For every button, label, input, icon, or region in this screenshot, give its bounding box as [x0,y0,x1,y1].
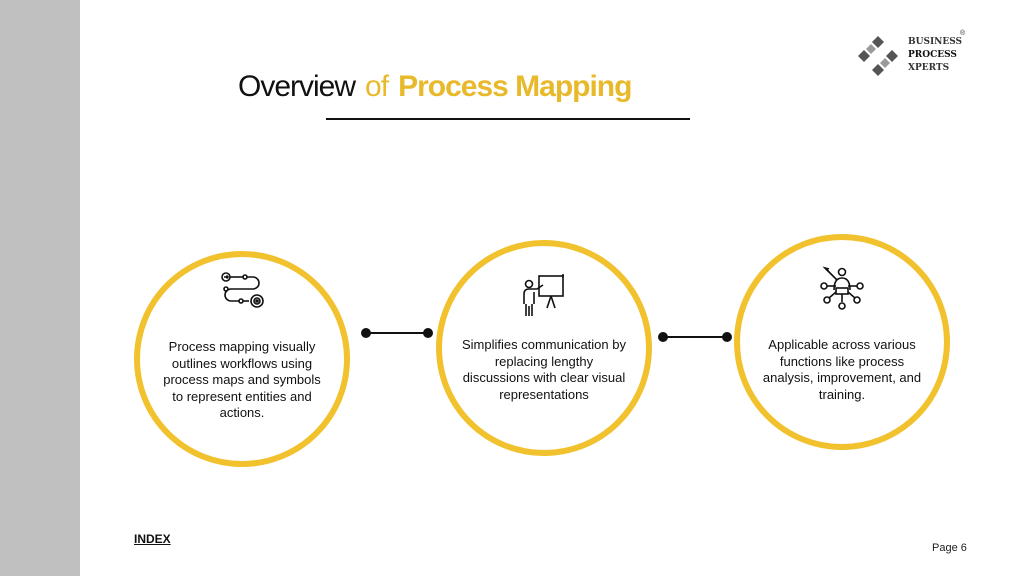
workflow-path-icon [221,272,264,308]
connector-dot [361,328,371,338]
feature-card-1: Process mapping visually outlines workfl… [134,251,350,467]
feature-text-1: Process mapping visually outlines workfl… [163,339,321,420]
connector-dot [722,332,732,342]
brand-line-1: BUSINESS [908,37,963,47]
page-number: Page 6 [932,542,967,554]
brand-line-3: XPERTS [908,63,950,73]
index-link[interactable]: INDEX [134,532,171,546]
title-process-mapping: Process Mapping [398,70,632,103]
brand-logo: BUSINESS PROCESS XPERTS ® [856,30,976,82]
title-of: of [365,70,389,103]
connector-dot [423,328,433,338]
network-presenter-icon [820,266,864,310]
connector-line-2 [663,336,727,338]
registered-mark: ® [960,30,966,37]
brand-name: BUSINESS PROCESS XPERTS [908,36,962,75]
presentation-icon [523,274,564,316]
title-underline [326,118,690,120]
brand-logo-icon [858,36,898,76]
brand-line-2: PROCESS [908,50,957,60]
left-sidebar-bar [0,0,80,576]
connector-dot [658,332,668,342]
feature-card-3: Applicable across various functions like… [734,234,950,450]
connector-line-1 [366,332,428,334]
feature-card-2: Simplifies communication by replacing le… [436,240,652,456]
feature-text-3: Applicable across various functions like… [762,337,922,402]
page-title: Overview of Process Mapping [238,70,632,104]
title-overview: Overview [238,70,356,103]
feature-text-2: Simplifies communication by replacing le… [461,337,626,402]
